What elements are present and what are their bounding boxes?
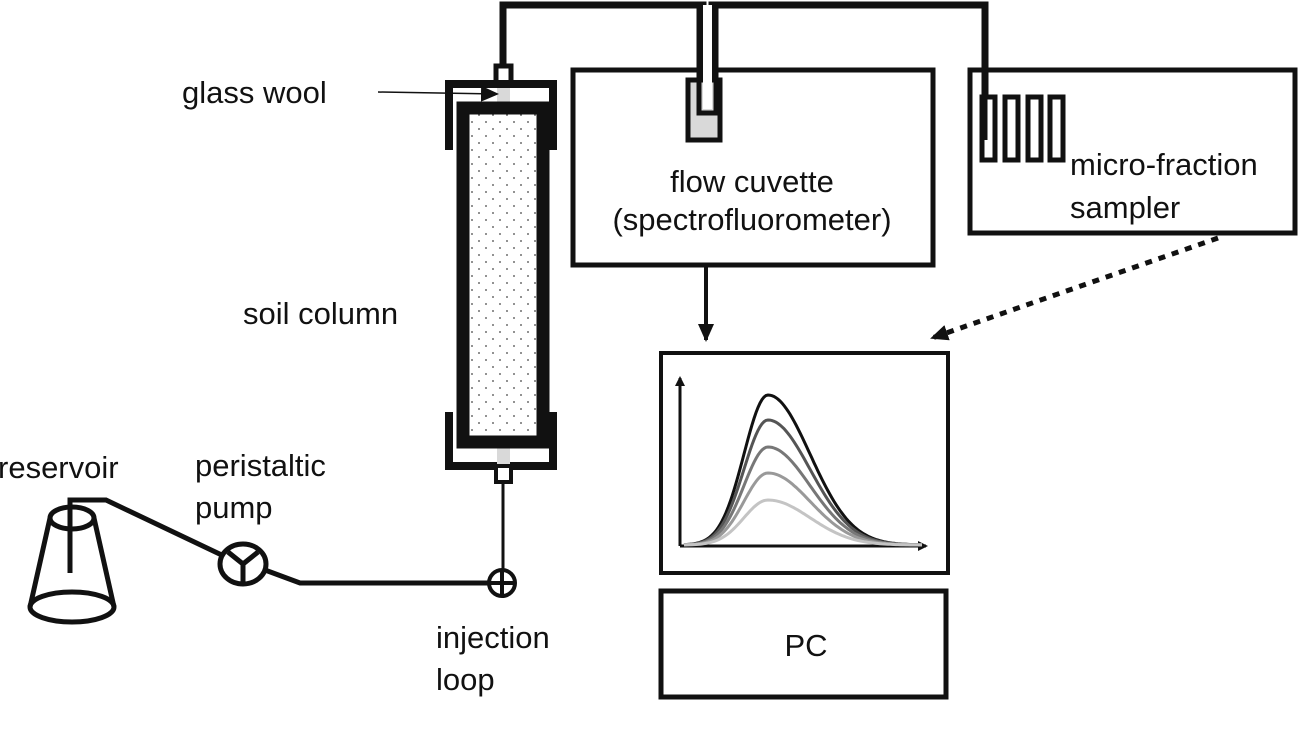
tubing-pump-to-injection: [264, 567, 489, 586]
glass-wool-label: glass wool: [182, 75, 327, 110]
micro-fraction-sampler-box: [967, 67, 1298, 236]
flow-cuvette-box: [570, 67, 936, 268]
soil-column: [445, 63, 557, 484]
cuvette-label-line1: flow cuvette: [670, 164, 834, 199]
plot-curve: [684, 498, 922, 547]
sample-tubes-icon: [979, 94, 1066, 163]
peristaltic-pump-icon: [217, 541, 269, 587]
pump-label-line1: peristaltic: [195, 448, 326, 483]
pc-box: [658, 588, 949, 700]
sampler-label-line2: sampler: [1070, 190, 1180, 225]
soil-column-label: soil column: [243, 296, 398, 331]
cuvette-label-line2: (spectrofluorometer): [612, 202, 891, 237]
tubing-reservoir-to-pump: [67, 497, 230, 573]
injection-label-line1: injection: [436, 620, 550, 655]
reservoir-label: reservoir: [0, 450, 119, 485]
injection-loop-icon: [487, 568, 517, 598]
sampler-label-line1: micro-fraction: [1070, 147, 1258, 182]
glass-wool-pointer: [377, 85, 499, 102]
pump-label-line2: pump: [195, 490, 273, 525]
injection-label-line2: loop: [436, 662, 495, 697]
tubing-column-to-cuvette: [499, 1, 707, 110]
sampler-to-plot-dotted-arrow: [930, 235, 1219, 341]
pc-label: PC: [784, 628, 827, 663]
